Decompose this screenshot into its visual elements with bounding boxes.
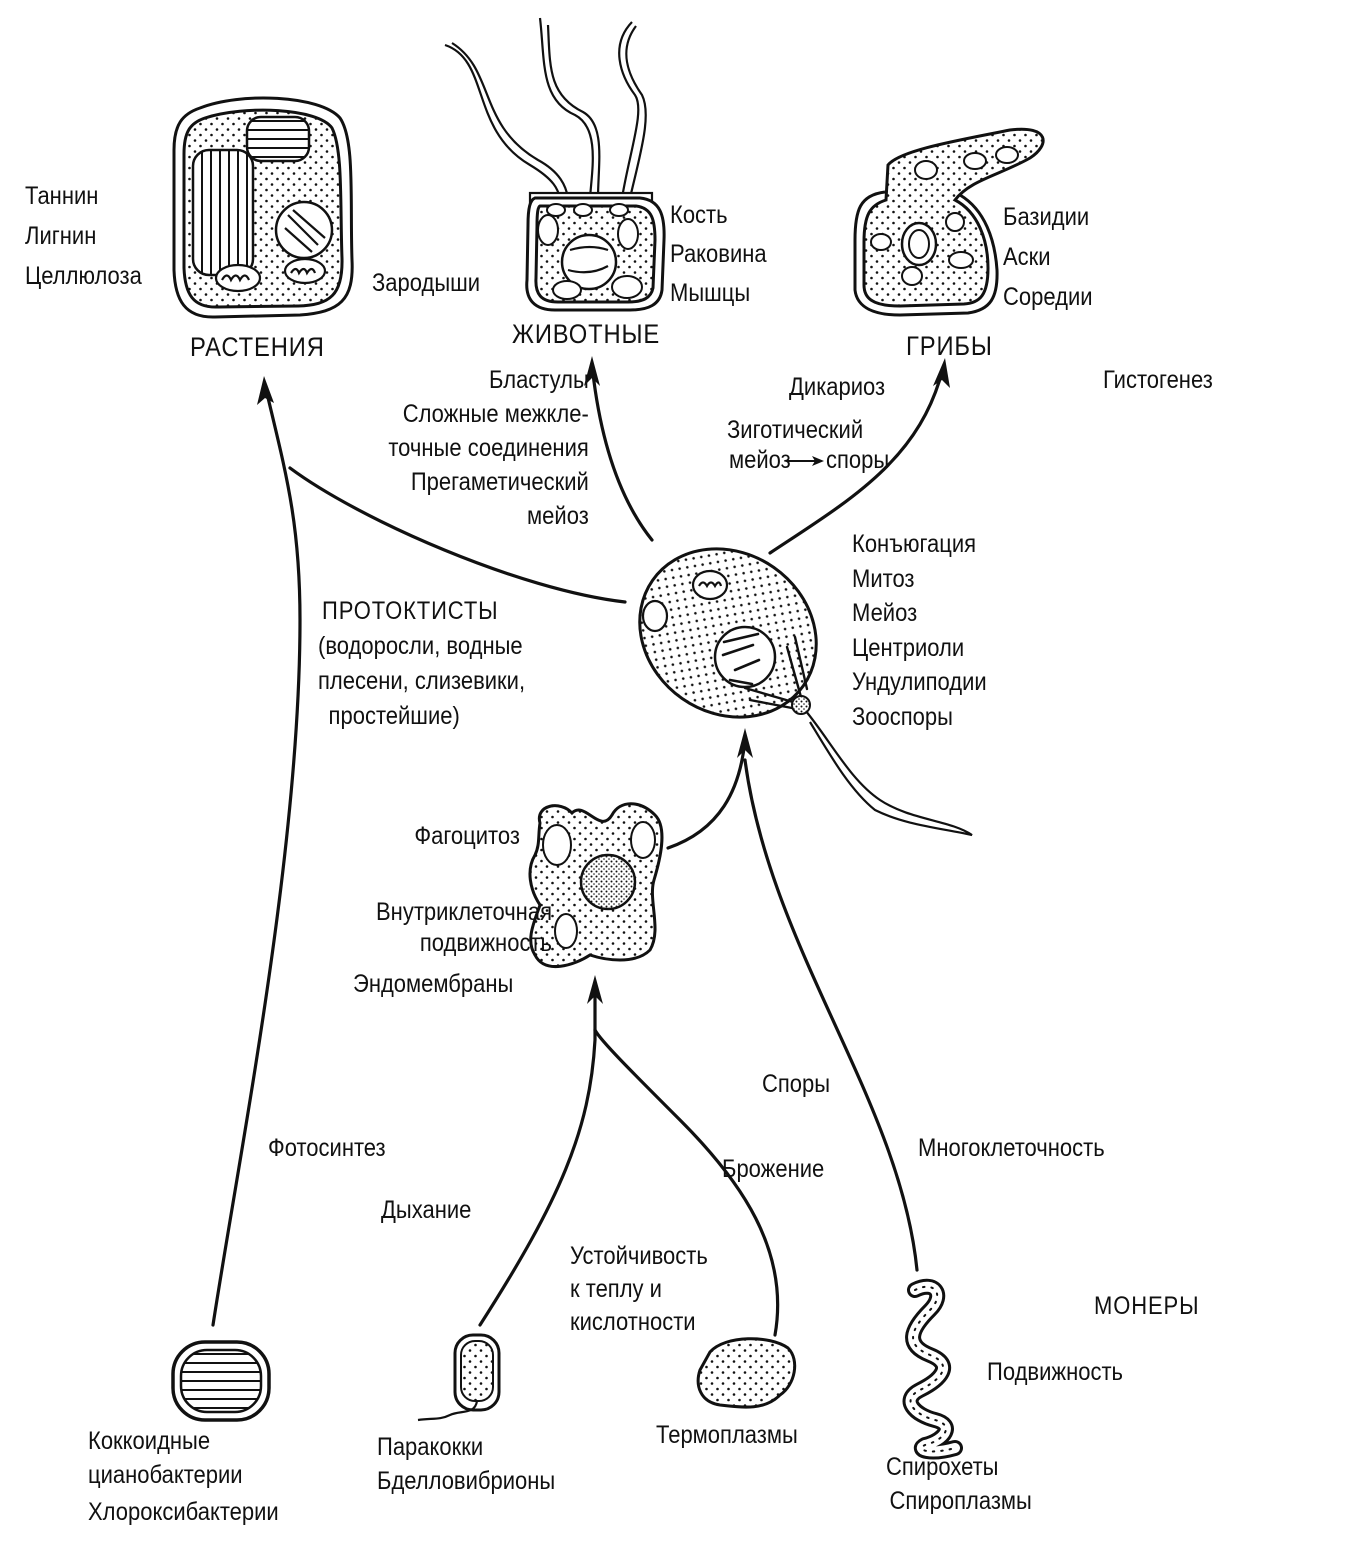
label-blastulae: Бластулы [489,366,589,394]
trait-meiosis: Мейоз [852,599,918,627]
organism-cyanobacteria: Коккоидные цианобактерии Хлороксибактери… [88,1424,279,1529]
branch-thermoplasma-to-amoeboid [593,1028,780,1337]
animal-cell [444,17,666,312]
branch-lines [211,356,950,1337]
label-dikaryosis: Дикариоз [789,373,886,401]
branch-protoctist-to-plants [288,466,627,604]
paracoccus-icon [417,1333,501,1422]
branch-paracocci-to-amoeboid [478,983,597,1327]
animal-branch-labels: Бластулы Сложные межкле- точные соединен… [389,363,589,533]
paracocci-line-2: Бделловибрионы [377,1467,556,1495]
organism-spirochetes: Спирохеты Спироплазмы [886,1450,1032,1518]
label-fermentation: Брожение [722,1155,825,1183]
label-pregametic-1: Прегаметический [411,468,589,496]
vacuole [191,148,255,277]
trait-undulipodia: Ундулиподии [852,668,987,696]
arrowhead-protoctist [737,728,753,758]
label-junctions-1: Сложные межкле- [402,400,589,428]
cyano-line-2: цианобактерии [88,1461,243,1489]
organism-thermoplasma: Термоплазмы [656,1421,798,1449]
protoctist-traits: Конъюгация Митоз Мейоз Центриоли Ундулип… [852,527,987,734]
trait-cellulose: Целлюлоза [25,262,142,290]
trait-centrioles: Центриоли [852,633,965,662]
label-resistance: Устойчивость к теплу и кислотности [570,1240,708,1339]
spirochetes-line-2: Спироплазмы [889,1487,1032,1515]
paracocci-line-1: Паракокки [377,1433,484,1461]
label-phagocytosis: Фагоцитоз [414,822,520,850]
trait-bone: Кость [670,201,728,229]
branch-amoeboid-to-protoctist [666,738,747,850]
trait-basidia: Базидии [1003,203,1090,231]
trait-muscles: Мышцы [670,279,751,307]
amoeboid-cell [528,802,664,969]
label-motility: Подвижность [987,1358,1124,1386]
label-intracellular: Внутриклеточная [376,898,552,926]
arrowhead-plants [257,376,274,405]
trait-zoospores: Зооспоры [852,702,953,731]
cyanobacterium-icon [171,1340,271,1422]
label-junctions-2: точные соединения [388,434,589,462]
label-endomembranes: Эндомембраны [353,970,514,998]
trait-asci: Аски [1003,243,1051,271]
spirochetes-line-1: Спирохеты [886,1453,999,1481]
kingdom-monera-title: МОНЕРЫ [1094,1292,1200,1320]
resistance-line-3: кислотности [570,1308,696,1336]
trait-lignin: Лигнин [25,222,97,250]
label-motility-inner: подвижность [419,929,552,957]
fungal-cell [853,127,1045,317]
branch-to-fungi [768,366,945,555]
label-intracellular-motility: Внутриклеточная подвижность [376,897,552,959]
kingdom-fungi-title: ГРИБЫ [906,331,993,361]
arrowhead-small [812,456,824,466]
branch-to-animals [590,363,654,542]
trait-tannin: Таннин [25,182,99,210]
label-respiration: Дыхание [381,1196,472,1224]
kingdom-protoctists-title: ПРОТОКТИСТЫ [322,597,499,625]
cyano-line-3: Хлороксибактерии [88,1498,279,1526]
cyano-line-1: Коккоидные [88,1427,211,1455]
plants-traits: Таннин Лигнин Целлюлоза [25,176,142,296]
arrowhead-fungi [933,358,950,388]
label-meiosis: мейоз [729,446,791,474]
protoctist-cell [638,547,973,837]
label-histogenesis: Гистогенез [1103,366,1213,394]
branch-to-plants [211,383,302,1327]
kinetosome [791,695,811,715]
chloroplast [245,115,311,163]
label-spores-fungi: споры [826,446,890,474]
organism-paracocci: Паракокки Бделловибрионы [377,1430,555,1498]
label-pregametic-2: мейоз [527,502,589,530]
arrowhead-amoeboid [587,975,603,1004]
kingdom-plants-title: РАСТЕНИЯ [190,332,325,362]
desc-line-3: простейшие) [328,702,460,730]
trait-mitosis: Митоз [852,564,915,593]
nucleus [579,853,637,911]
desc-line-1: (водоросли, водные [318,632,523,660]
trait-conjugation: Конъюгация [852,530,977,558]
branch-spirochetes-to-protoctist [743,758,919,1272]
resistance-line-2: к теплу и [570,1275,662,1303]
resistance-line-1: Устойчивость [570,1242,708,1270]
protoctists-description: (водоросли, водные плесени, слизевики, п… [318,629,525,734]
spirochete-icon [902,1278,963,1460]
arrowhead-animals [584,356,600,386]
label-zygotic: Зиготический [727,416,864,444]
label-spores: Споры [762,1070,831,1098]
kingdom-animals-title: ЖИВОТНЫЕ [512,319,661,349]
trait-embryos: Зародыши [372,269,481,297]
fungi-traits: Базидии Аски Соредии [1003,197,1093,317]
desc-line-2: плесени, слизевики, [318,667,526,695]
plant-cell [172,96,354,319]
animals-traits: Кость Раковина Мышцы [670,196,767,313]
label-multicellularity: Многоклеточность [918,1134,1105,1162]
trait-shell: Раковина [670,240,767,268]
thermoplasma-icon [696,1337,797,1409]
label-photosynthesis: Фотосинтез [268,1134,386,1162]
trait-soredia: Соредии [1003,283,1093,311]
